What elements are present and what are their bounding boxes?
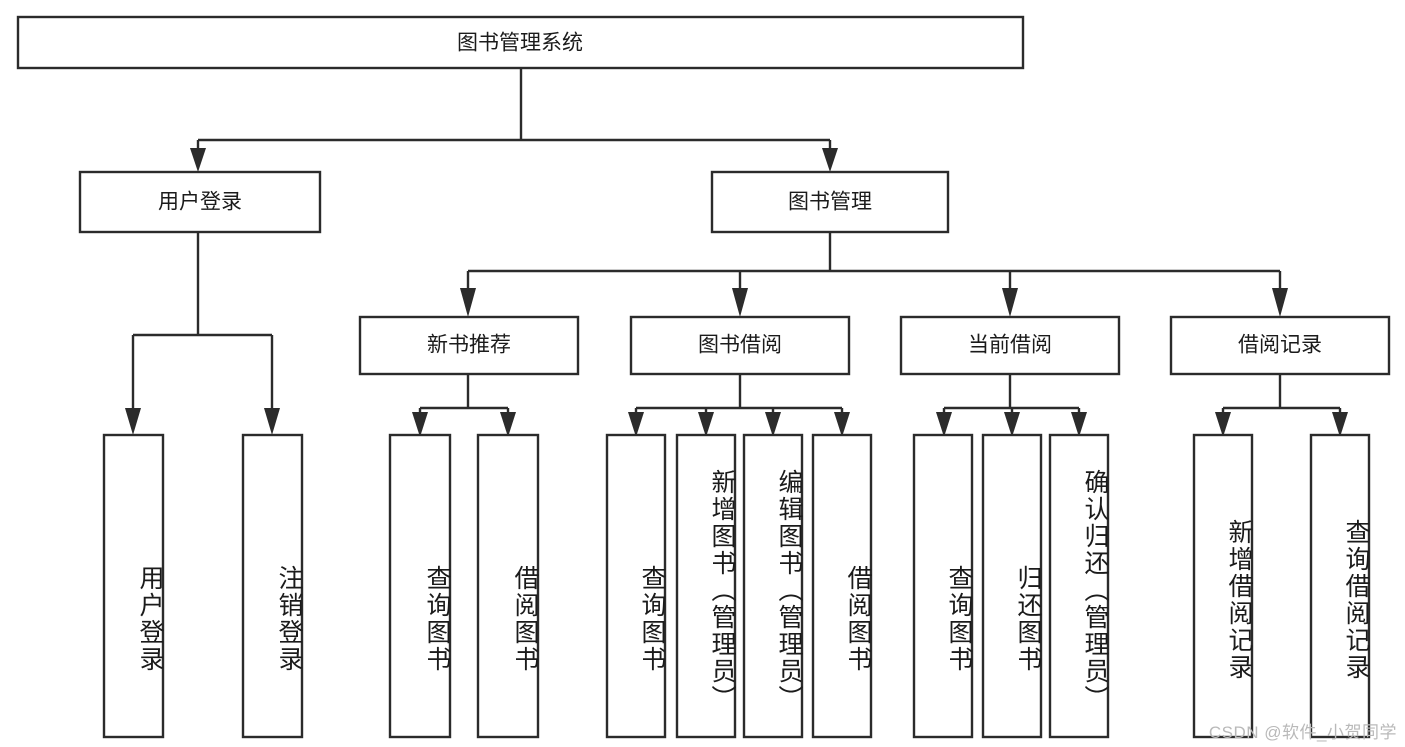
- node-leaf-query-record-label: 查询借阅记录: [1342, 518, 1370, 681]
- node-current-borrow[interactable]: 当前借阅: [899, 315, 1121, 376]
- node-leaf-query-book-3-rect[interactable]: [912, 433, 974, 739]
- connector-group-root: [190, 68, 838, 172]
- node-leaf-confirm-return-label: 确认归还（管理员）: [1081, 468, 1109, 712]
- arrow-to-borrow-record: [1272, 288, 1288, 317]
- connector-group-book-borrow: [628, 374, 850, 437]
- node-leaf-user-login-label: 用户登录: [136, 564, 164, 673]
- node-borrow-record-label: 借阅记录: [1238, 334, 1322, 357]
- node-leaf-borrow-book-2-label: 借阅图书: [844, 564, 872, 673]
- node-book-manage[interactable]: 图书管理: [710, 170, 950, 234]
- csdn-watermark: CSDN @软件_小贺同学: [1208, 723, 1397, 742]
- node-leaf-query-book-2-rect[interactable]: [605, 433, 667, 739]
- node-leaf-borrow-book-2-rect[interactable]: [811, 433, 873, 739]
- arrow-to-leaf-add-book: [698, 412, 714, 437]
- node-user-login-rect[interactable]: [78, 170, 322, 234]
- arrow-to-leaf-confirm-return: [1071, 412, 1087, 437]
- node-book-borrow[interactable]: 图书借阅: [629, 315, 851, 376]
- node-leaf-edit-book-label: 编辑图书（管理员）: [775, 468, 803, 712]
- arrow-to-leaf-edit-book: [765, 412, 781, 437]
- arrow-to-leaf-return-book: [1004, 412, 1020, 437]
- arrow-root-to-user-login: [190, 148, 206, 172]
- node-new-book-recommend-label: 新书推荐: [427, 334, 511, 357]
- node-root[interactable]: 图书管理系统: [16, 15, 1025, 70]
- node-book-borrow-rect[interactable]: [629, 315, 851, 376]
- arrow-to-book-borrow: [732, 288, 748, 317]
- arrow-to-leaf-query-book-1: [412, 412, 428, 437]
- arrow-root-to-book-manage: [822, 148, 838, 172]
- node-leaf-query-book-2-label: 查询图书: [638, 564, 666, 673]
- connector-group-borrow-record: [1215, 374, 1348, 437]
- node-leaf-query-book-3-label: 查询图书: [945, 564, 973, 673]
- node-book-manage-label: 图书管理: [788, 191, 872, 214]
- connector-group-book-manage: [460, 232, 1288, 317]
- node-leaf-edit-book-rect[interactable]: [742, 433, 804, 739]
- arrow-to-leaf-query-record: [1332, 412, 1348, 437]
- node-current-borrow-label: 当前借阅: [968, 334, 1052, 357]
- arrow-to-current-borrow: [1002, 288, 1018, 317]
- arrow-to-leaf-user-logout: [264, 408, 280, 435]
- arrow-to-leaf-add-record: [1215, 412, 1231, 437]
- node-leaf-add-record-rect[interactable]: [1192, 433, 1254, 739]
- node-leaf-borrow-book-1-label: 借阅图书: [511, 564, 539, 673]
- node-leaf-borrow-book-1-rect[interactable]: [476, 433, 540, 739]
- arrow-to-leaf-user-login: [125, 408, 141, 435]
- connector-group-user-login: [125, 232, 280, 435]
- connector-group-new-book-recommend: [412, 374, 516, 437]
- node-user-login-label: 用户登录: [158, 191, 242, 214]
- arrow-to-leaf-query-book-3: [936, 412, 952, 437]
- node-leaf-user-logout-rect[interactable]: [241, 433, 304, 739]
- node-book-manage-rect[interactable]: [710, 170, 950, 234]
- node-user-login[interactable]: 用户登录: [78, 170, 322, 234]
- node-current-borrow-rect[interactable]: [899, 315, 1121, 376]
- node-leaf-query-book-1-rect[interactable]: [388, 433, 452, 739]
- node-leaf-add-record-label: 新增借阅记录: [1225, 518, 1253, 681]
- node-leaf-query-book-1-label: 查询图书: [423, 564, 451, 673]
- arrow-to-leaf-borrow-book-2: [834, 412, 850, 437]
- arrow-to-new-book-recommend: [460, 288, 476, 317]
- node-leaf-add-book-label: 新增图书（管理员）: [708, 468, 736, 712]
- node-leaf-query-record-rect[interactable]: [1309, 433, 1371, 739]
- node-leaf-user-logout-label: 注销登录: [275, 564, 303, 673]
- node-leaf-confirm-return-rect[interactable]: [1048, 433, 1110, 739]
- node-leaf-add-book-rect[interactable]: [675, 433, 737, 739]
- node-book-borrow-label: 图书借阅: [698, 334, 782, 357]
- node-new-book-recommend[interactable]: 新书推荐: [358, 315, 580, 376]
- node-root-label: 图书管理系统: [457, 32, 583, 55]
- node-leaf-user-login-rect[interactable]: [102, 433, 165, 739]
- arrow-to-leaf-borrow-book-1: [500, 412, 516, 437]
- node-borrow-record[interactable]: 借阅记录: [1169, 315, 1391, 376]
- connector-group-current-borrow: [936, 374, 1087, 437]
- node-leaf-return-book-label: 归还图书: [1014, 564, 1042, 673]
- node-borrow-record-rect[interactable]: [1169, 315, 1391, 376]
- node-new-book-recommend-rect[interactable]: [358, 315, 580, 376]
- arrow-to-leaf-query-book-2: [628, 412, 644, 437]
- node-root-rect[interactable]: [16, 15, 1025, 70]
- node-leaf-return-book-rect[interactable]: [981, 433, 1043, 739]
